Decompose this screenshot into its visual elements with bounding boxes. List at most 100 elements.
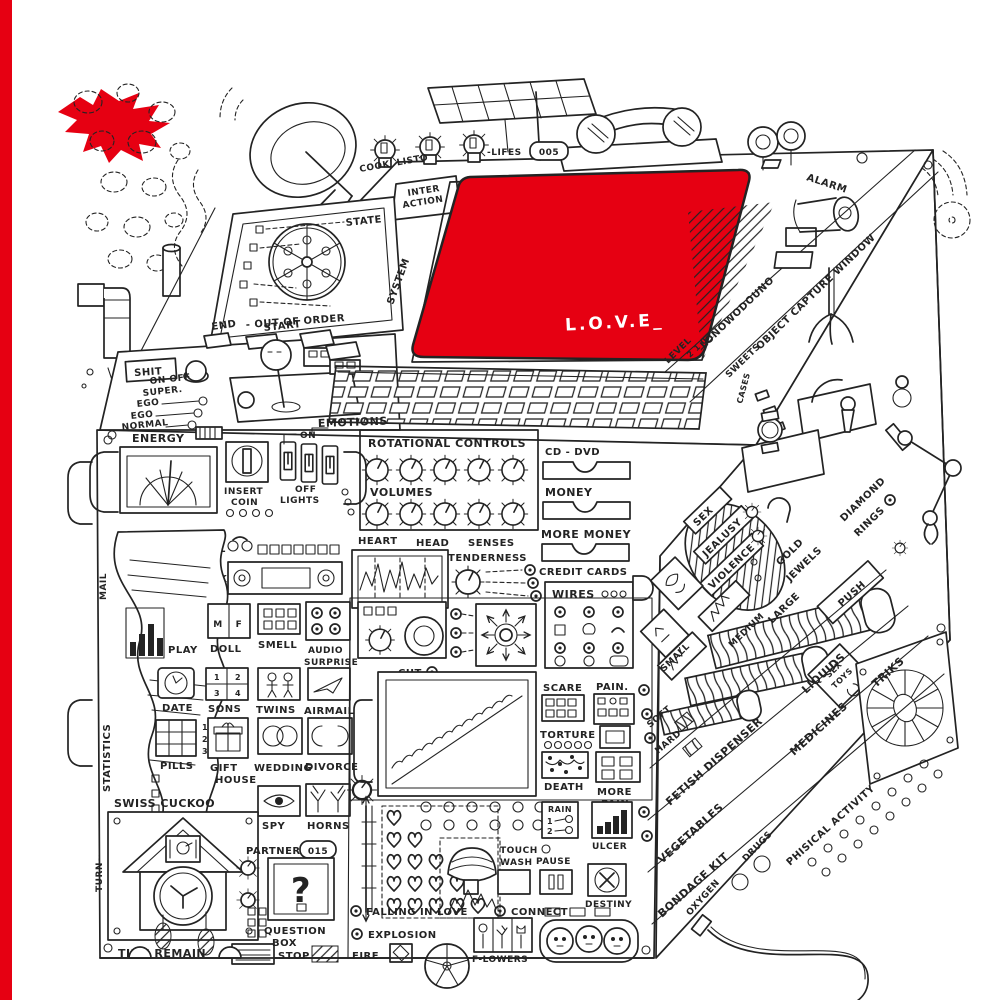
red-edge-bar xyxy=(0,0,12,1000)
hearts-meter xyxy=(361,798,499,920)
inter-action-plaque: INTER ACTION xyxy=(391,175,461,221)
rain-switch: RAIN 1 2 xyxy=(541,801,579,839)
sons-3: 3 xyxy=(214,689,220,698)
money-label: MONEY xyxy=(545,486,593,499)
ulcer-chart: ULCER xyxy=(591,801,633,852)
reel-console: STATE - OUT OF ORDER xyxy=(208,196,404,351)
stop-pad xyxy=(311,945,339,963)
dpad-panel xyxy=(450,603,537,667)
torture-button: TORTURE xyxy=(540,725,631,750)
holes-band xyxy=(807,759,943,877)
play-label: PLAY xyxy=(168,645,198,656)
destiny-button: DESTINY xyxy=(585,863,632,910)
radio-waves-icon xyxy=(921,150,971,239)
handle-icon xyxy=(353,699,373,783)
ego2-label: EGO xyxy=(130,410,154,422)
end-label: END xyxy=(211,319,237,333)
cd-dvd-slot xyxy=(542,461,631,480)
mail-label: MAIL xyxy=(99,573,109,600)
pictogram-plaques xyxy=(639,556,751,681)
pause-label: PAUSE xyxy=(536,857,571,867)
handle-icon xyxy=(67,699,93,767)
cuckoo-clock-icon xyxy=(107,811,259,956)
more-money-label: MORE MONEY xyxy=(541,528,632,541)
soft-icon xyxy=(673,711,695,732)
flowers-label: F-LOWERS xyxy=(472,955,528,965)
divorce-button: DIVORCE xyxy=(305,717,358,773)
lines-box xyxy=(231,943,275,965)
sons-1: 1 xyxy=(214,673,220,682)
credit-cards-label: CREDIT CARDS xyxy=(539,567,627,578)
gift-house-button: GIFT HOUSE xyxy=(207,717,256,786)
light-bulbs-icon xyxy=(370,130,489,168)
swiss-cuckoo-label: SWISS CUCKOO xyxy=(114,797,215,810)
start-label: START xyxy=(263,319,302,334)
screen: L.O.V.E_ xyxy=(411,168,751,363)
death-button: DEATH xyxy=(541,751,589,793)
partner-counter: 015 xyxy=(299,840,337,859)
twins-button: TWINS xyxy=(256,667,301,716)
heart-label: HEART xyxy=(358,536,398,547)
pause-button xyxy=(539,869,573,895)
pills-1: 1 xyxy=(202,723,208,732)
smell-button: SMELL xyxy=(257,603,301,651)
spy-label: SPY xyxy=(262,821,286,832)
wash-label: WASH xyxy=(500,858,533,868)
shit-label: SHIT xyxy=(134,366,163,379)
fan-icon xyxy=(855,631,959,785)
rain-label: RAIN xyxy=(548,805,572,814)
pain-label: PAIN. xyxy=(596,682,629,693)
handle-icon xyxy=(89,451,119,513)
date-button: DATE xyxy=(157,667,195,714)
airmail-button: AIRMAIL xyxy=(304,667,355,717)
tenderness-knob xyxy=(452,564,542,602)
circle-rows xyxy=(420,801,546,831)
divorce-label: DIVORCE xyxy=(305,762,358,773)
hatch-wedge xyxy=(688,202,775,362)
pain-button: PAIN. xyxy=(593,682,635,725)
energy-label: ENERGY xyxy=(132,432,185,445)
foot-icon xyxy=(128,946,152,959)
rotational-controls-label: ROTATIONAL CONTROLS xyxy=(368,437,526,450)
power-sockets xyxy=(539,907,639,963)
lights-label: LIGHTS xyxy=(280,496,320,506)
pills-2: 2 xyxy=(202,735,208,744)
chimney-icon xyxy=(162,159,207,297)
turn-label: TURN~ xyxy=(95,854,105,892)
super-label: SUPER. xyxy=(142,385,183,399)
fire-pad xyxy=(389,943,413,963)
death-label: DEATH xyxy=(544,782,584,793)
horns-button: HORNS xyxy=(305,783,351,832)
senses-label: SENSES xyxy=(468,538,515,549)
more-money-slot xyxy=(541,543,630,562)
twins-label: TWINS xyxy=(256,705,296,716)
cd-dvd-label: CD - DVD xyxy=(545,447,600,458)
phone-mini-icon xyxy=(227,536,253,552)
money-slot xyxy=(542,501,631,520)
power-cord xyxy=(690,913,869,1000)
mini-deck-panel xyxy=(357,601,447,659)
normal-label: NORMAL xyxy=(121,418,169,433)
satellite-dish-icon xyxy=(219,87,357,229)
coin-label: COIN xyxy=(231,498,258,508)
sons-2: 2 xyxy=(235,673,241,682)
airmail-label: AIRMAIL xyxy=(304,706,355,717)
barcode-chip xyxy=(195,426,223,440)
surprise-label: SURPRISE xyxy=(304,658,358,668)
energy-meter: ENERGY xyxy=(89,430,218,514)
falling-in-love-label: FALLING IN LOVE xyxy=(366,907,468,918)
end-slot xyxy=(203,332,232,349)
keyboard-icon xyxy=(328,365,707,430)
gift-label: GIFT xyxy=(210,763,238,774)
scare-button: SCARE xyxy=(541,683,585,722)
question-mark: ? xyxy=(291,871,311,911)
audio-surprise-button: AUDIO SURPRISE xyxy=(304,601,358,668)
explosion-label: EXPLOSION xyxy=(368,930,437,941)
state-label: STATE xyxy=(345,214,382,229)
lifes-value: 005 xyxy=(539,148,559,158)
oscilloscope xyxy=(351,549,449,609)
touch-label: TOUCH xyxy=(500,846,538,856)
alarm-bells-icon xyxy=(747,121,806,171)
